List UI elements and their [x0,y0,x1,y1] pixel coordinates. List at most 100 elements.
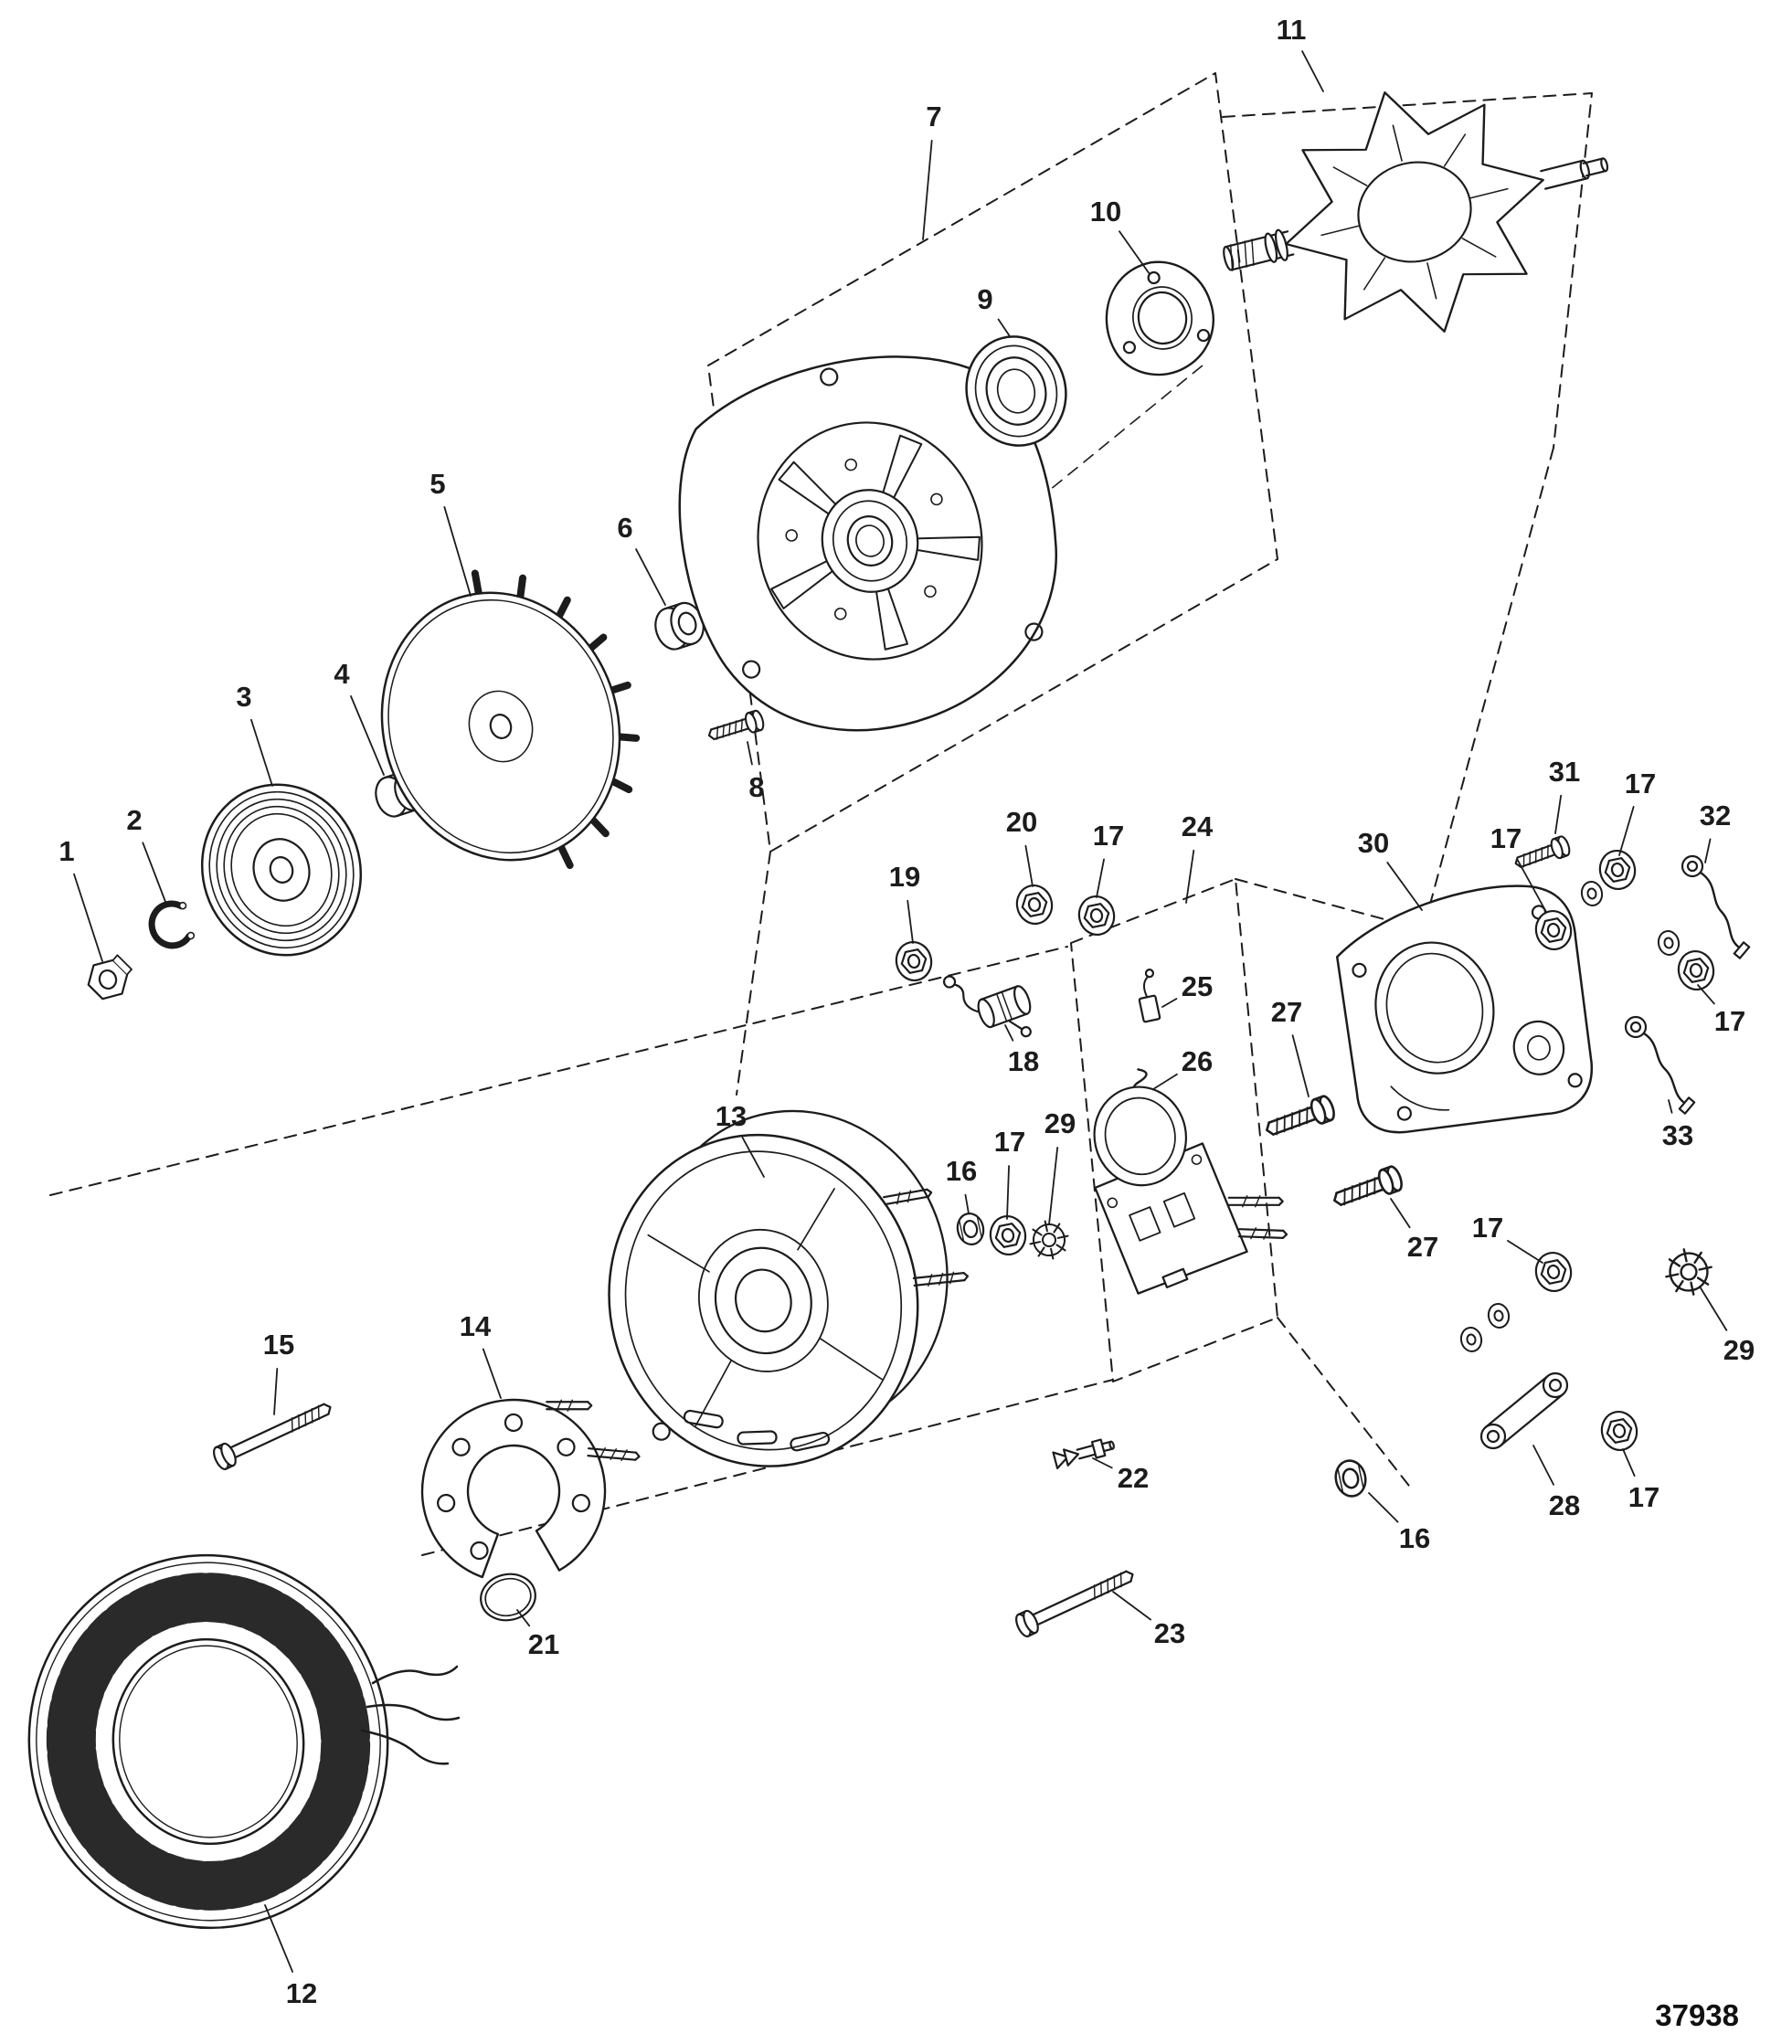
construction-line-rotor-cover [1425,447,1554,922]
pulley-part-3 [200,783,363,957]
leader-line-13 [741,1136,765,1178]
callout-22: 22 [1117,1462,1150,1494]
callout-14: 14 [459,1310,492,1342]
callout-24: 24 [1181,810,1214,842]
nut-part-16a [953,1210,988,1248]
leader-line-17 [1096,858,1105,898]
figure-number: 37938 [1655,1998,1739,2032]
bolt-part-15 [209,1395,337,1473]
washer-part-d [1485,1300,1512,1331]
callout-1: 1 [58,835,75,867]
callout-17: 17 [1628,1481,1660,1513]
callout-17: 17 [1713,1005,1746,1037]
leader-line-12 [264,1904,293,1973]
construction-line-right-lower [1277,1317,1413,1490]
construction-line-box-cover [1235,878,1416,928]
nut-part-17d [1595,846,1640,894]
callout-8: 8 [748,771,765,803]
wire-part-32 [1681,854,1751,959]
leader-line-17 [1618,806,1635,856]
callout-23: 23 [1153,1617,1186,1649]
washer-part-a [1578,878,1606,909]
callout-17: 17 [993,1126,1026,1158]
callout-32: 32 [1699,800,1732,831]
leader-line-3 [250,718,273,787]
leader-line-22 [1092,1457,1113,1469]
rotor-part-11 [1223,91,1609,333]
callout-16: 16 [945,1155,978,1187]
leader-line-33 [1668,1099,1673,1114]
callout-9: 9 [977,283,993,315]
leader-line-8 [747,741,753,766]
leader-line-19 [907,899,914,944]
leader-lines-layer [73,50,1728,1973]
nut-part-20 [1012,881,1057,928]
leader-line-21 [516,1609,531,1627]
callout-4: 4 [334,658,350,690]
nut-part-17b [1074,892,1119,939]
callout-3: 3 [236,681,252,713]
leader-line-1 [73,873,103,962]
callout-21: 21 [527,1628,560,1660]
callout-25: 25 [1181,970,1214,1002]
stator-part-12 [27,1553,389,1930]
nut-part-19 [891,937,937,985]
nut-part-1 [87,954,133,1001]
bearing-retainer-part-10 [1105,260,1214,376]
nut-part-16b [1331,1456,1371,1500]
nut-part-17e [1673,947,1719,994]
insulator-part-29b [1659,1243,1718,1301]
leader-line-31 [1554,794,1563,834]
leader-line-28 [1532,1445,1554,1486]
leader-line-26 [1152,1073,1178,1090]
leader-line-6 [635,548,666,606]
strap-part-28 [1479,1371,1569,1450]
callout-7: 7 [926,101,942,132]
nut-part-17f [1531,1248,1576,1296]
assembly-box-rotor [1222,92,1593,449]
leader-line-17 [1006,1165,1010,1220]
callout-13: 13 [715,1100,748,1132]
callout-15: 15 [262,1329,295,1361]
leader-line-20 [1024,844,1034,887]
bolt-part-23 [1012,1562,1140,1640]
leader-line-17 [1697,984,1715,1005]
callout-11: 11 [1276,14,1307,46]
o-ring-part-21 [480,1573,536,1622]
front-housing-part-7 [678,355,1057,732]
fan-part-5 [380,569,641,870]
leader-line-7 [922,139,933,240]
leader-line-17 [1516,858,1547,913]
leader-line-2 [142,842,168,907]
leader-line-23 [1112,1591,1152,1621]
callout-33: 33 [1661,1119,1694,1151]
callout-6: 6 [617,512,633,544]
leader-line-30 [1386,862,1423,911]
nut-part-17g [1596,1407,1642,1455]
callout-27: 27 [1270,996,1303,1028]
leader-line-11 [1301,50,1324,92]
brush-part-25 [1138,969,1161,1023]
leader-line-4 [350,695,385,776]
callout-17: 17 [1092,820,1125,852]
callout-29: 29 [1044,1107,1076,1139]
suppressor-part-18 [942,975,1032,1038]
callout-10: 10 [1089,196,1122,228]
snap-ring-part-2 [148,900,196,949]
leader-line-9 [997,318,1011,337]
rear-cover-part-30 [1335,884,1593,1134]
leader-line-18 [1004,1024,1014,1042]
construction-line-lower-left [49,946,1068,1196]
assembly-box-front-housing [707,72,1278,853]
screw-part-27b [1329,1163,1406,1214]
washer-part-b [1655,927,1682,958]
callout-20: 20 [1005,806,1038,838]
stator-lead-wires [360,1665,461,1765]
rectifier-part-14 [420,1398,641,1579]
callout-17: 17 [1471,1212,1504,1244]
leader-line-27 [1390,1198,1411,1229]
leader-line-16 [1368,1492,1399,1523]
callout-16: 16 [1398,1522,1431,1554]
